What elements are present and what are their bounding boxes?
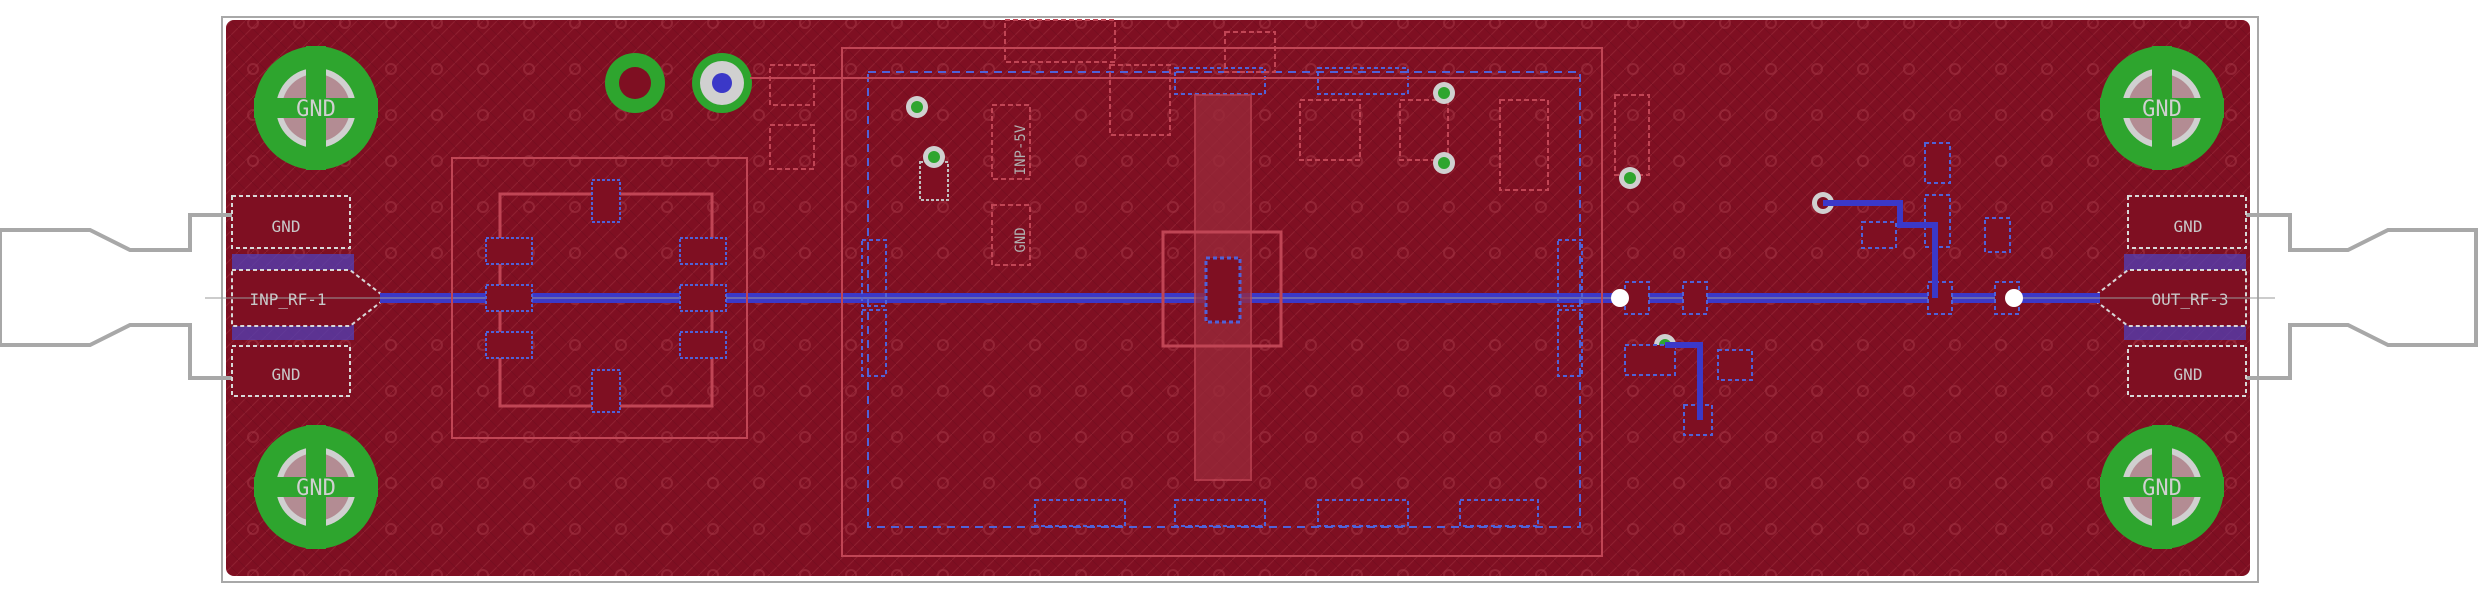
hole-gnd-label-top-left: GND — [296, 97, 336, 122]
signal-vias[interactable] — [906, 82, 1834, 356]
amplifier-outline — [1161, 230, 1283, 348]
rf-output-label: OUT_RF-3 — [2151, 290, 2228, 309]
gnd-pad-top-right[interactable] — [2127, 195, 2247, 249]
bias-network-components — [769, 19, 1650, 266]
output-shunt-trace — [1665, 342, 1703, 420]
power-pad-2[interactable] — [692, 53, 752, 113]
output-white-vias — [1611, 289, 2023, 307]
shield-can-outline — [841, 47, 1603, 557]
output-bias-trace — [1823, 200, 1938, 298]
bias-small-pad — [919, 161, 949, 201]
gnd-pad-top-left[interactable] — [231, 195, 351, 249]
sma-connector-left-outline — [0, 213, 232, 380]
gnd-label-bottom-left: GND — [272, 365, 301, 384]
hole-gnd-label-top-right: GND — [2142, 97, 2182, 122]
rf-input-label: INP_RF-1 — [249, 290, 326, 309]
sma-connector-right-outline — [2246, 213, 2478, 380]
power-pad-1[interactable] — [605, 53, 665, 113]
amplifier-vertical-strap — [1194, 94, 1252, 481]
hole-gnd-label-bottom-left: GND — [296, 476, 336, 501]
gnd-label-top-left: GND — [272, 217, 301, 236]
mounting-hole-bottom-right[interactable] — [2100, 425, 2224, 549]
hole-gnd-label-bottom-right: GND — [2142, 476, 2182, 501]
mounting-hole-bottom-left[interactable] — [254, 425, 378, 549]
power-input-label: INP-5V — [1013, 124, 1029, 175]
shield-can-clips — [861, 67, 1583, 527]
amplifier-ic[interactable] — [1204, 256, 1242, 324]
gnd-pad-bottom-right[interactable] — [2127, 345, 2247, 397]
power-gnd-label: GND — [1013, 227, 1029, 252]
attenuator-pads — [485, 179, 727, 413]
output-matching-network — [1624, 142, 2020, 436]
board-outline — [221, 16, 2259, 583]
mounting-hole-top-right[interactable] — [2100, 46, 2224, 170]
gnd-label-top-right: GND — [2174, 217, 2203, 236]
gnd-pad-bottom-left[interactable] — [231, 345, 351, 397]
gnd-label-bottom-right: GND — [2174, 365, 2203, 384]
mounting-hole-top-left[interactable] — [254, 46, 378, 170]
attenuator-outline — [451, 157, 748, 439]
